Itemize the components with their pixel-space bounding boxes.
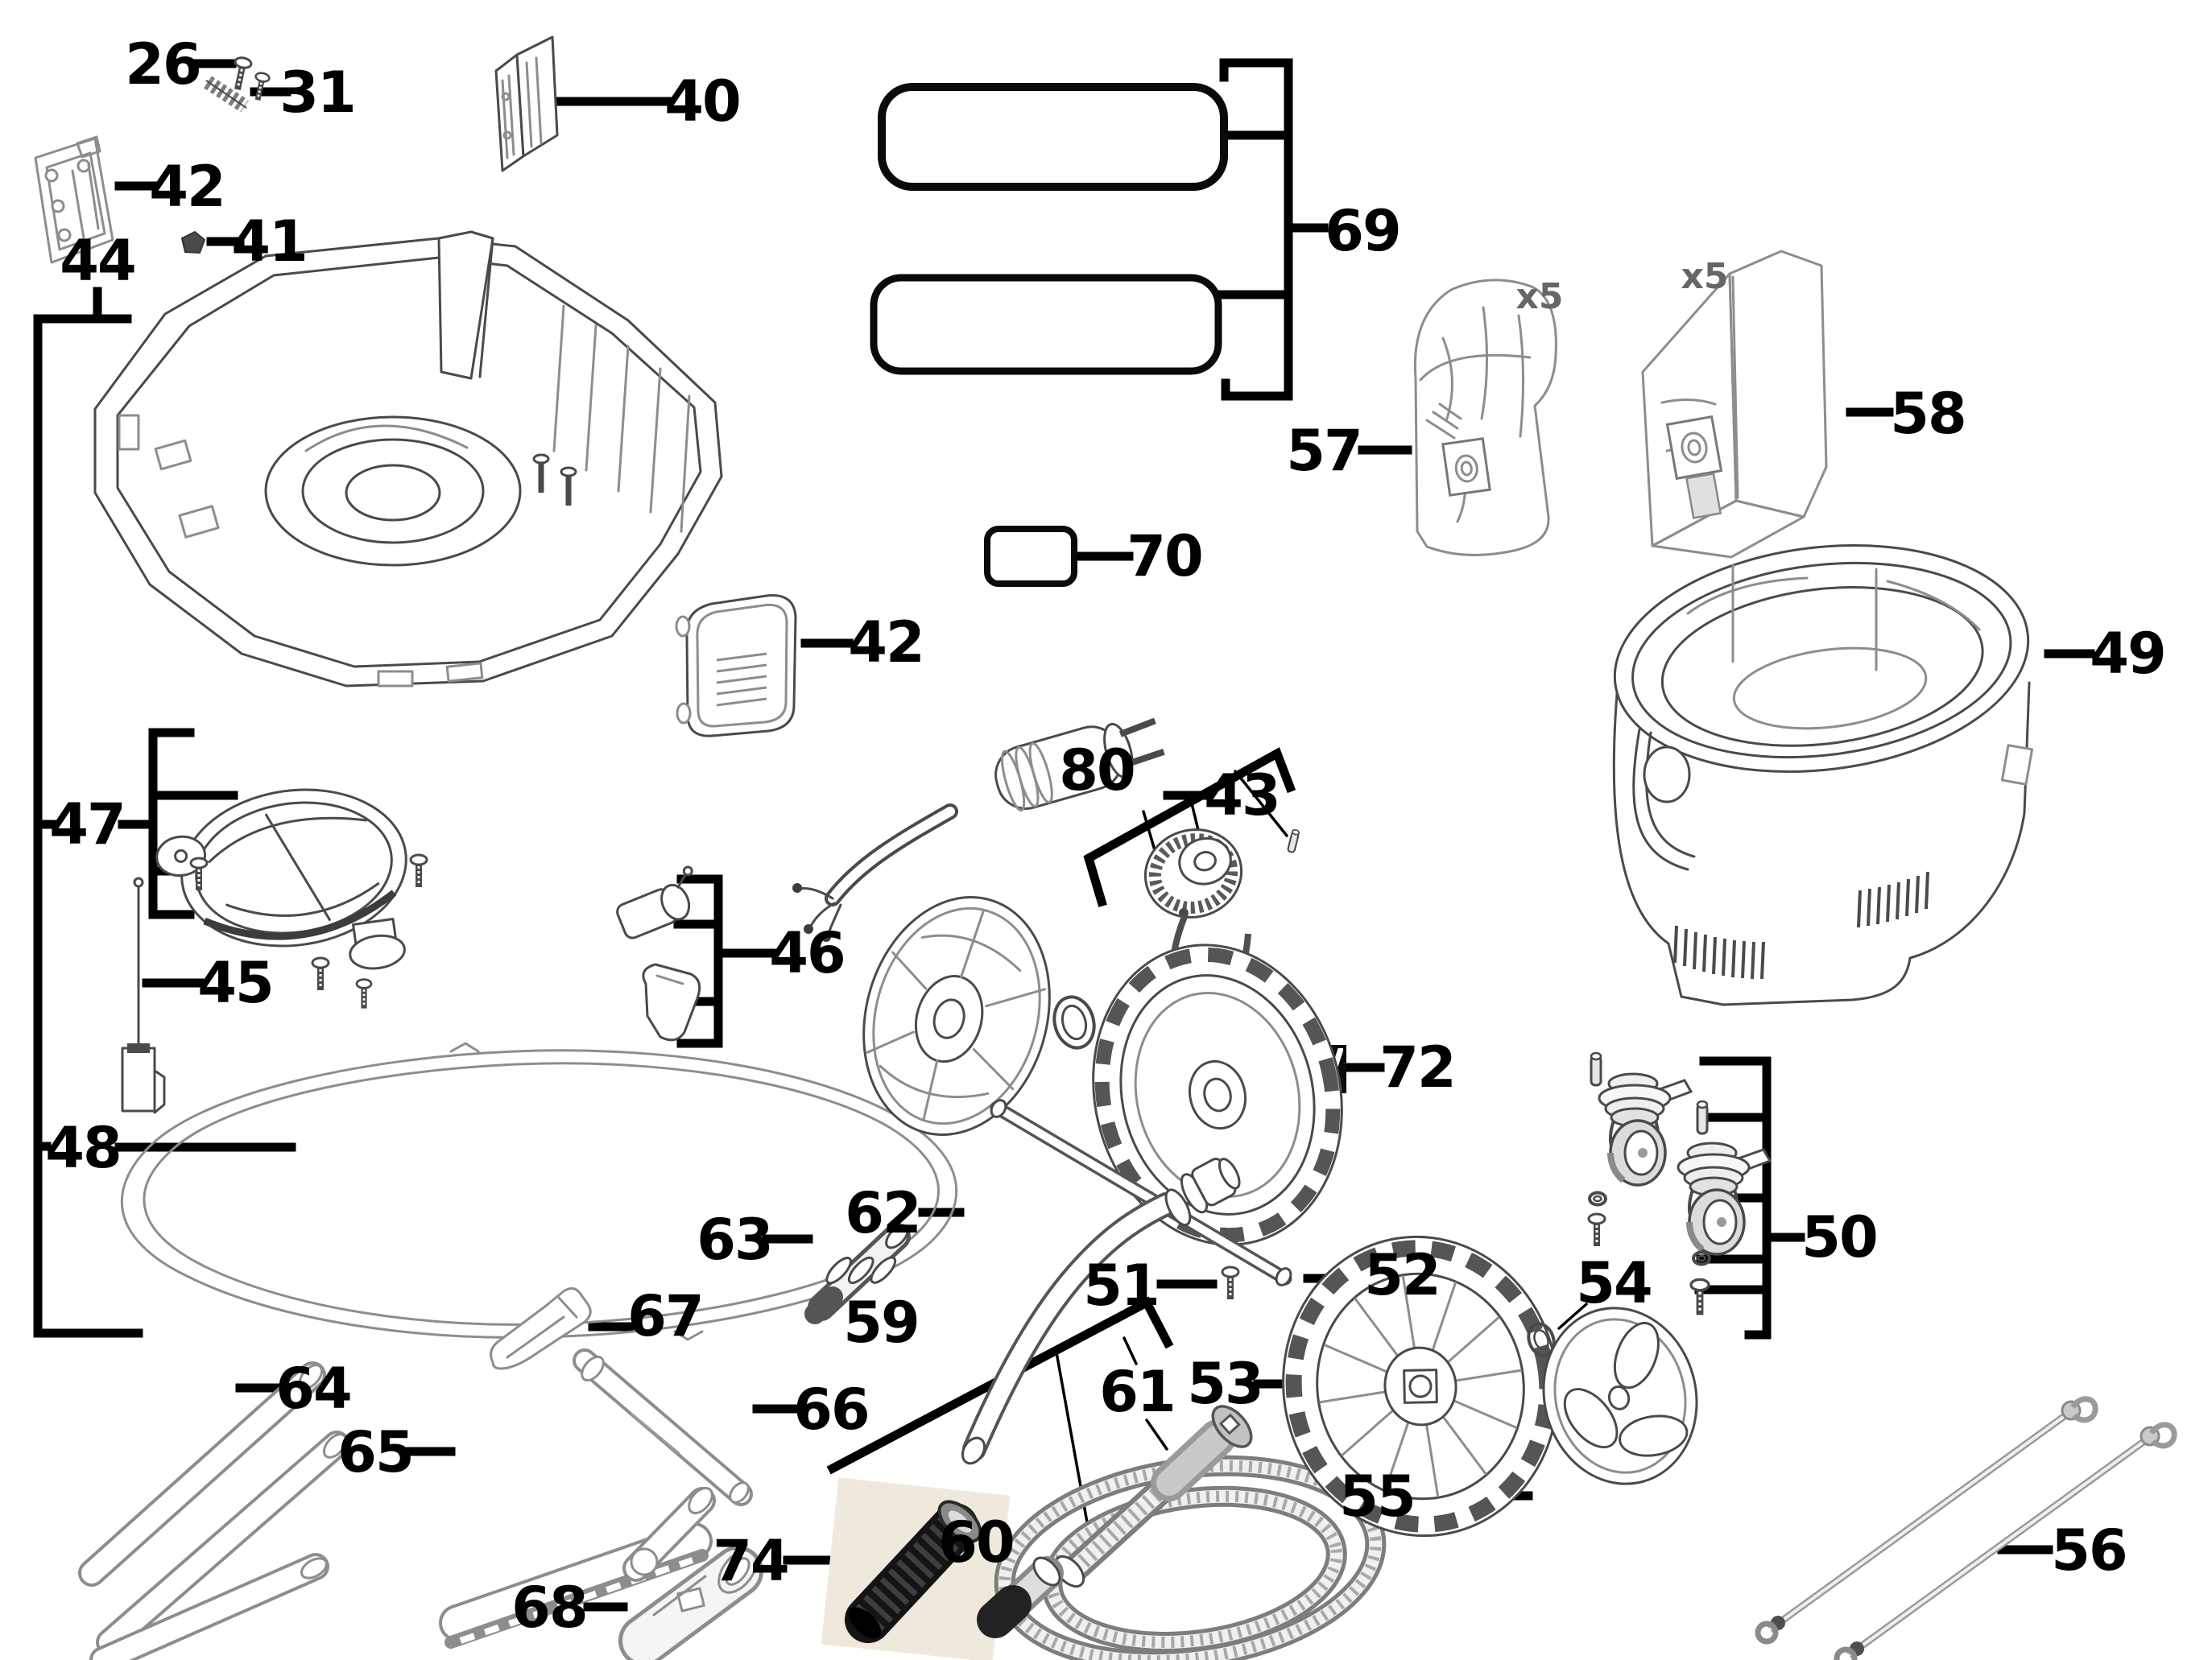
part-41-grommet	[180, 230, 206, 254]
bracket-50	[1694, 1056, 1805, 1340]
bracket-69	[1214, 58, 1329, 401]
part-44-motor-housing	[93, 230, 723, 688]
part-61-connector	[1151, 1405, 1253, 1501]
part-57-dust-bag	[1413, 279, 1557, 556]
part-65-floor-nozzle	[439, 1487, 716, 1649]
part-58-dust-bag	[1641, 250, 1828, 559]
bracket-46	[668, 874, 776, 1048]
part-42-cover	[675, 594, 797, 737]
part-31-spring	[204, 76, 249, 113]
part-42-pcb-holder	[34, 135, 114, 264]
part-64-tubes	[78, 1361, 350, 1660]
part-40-filter	[494, 35, 559, 172]
part-43-power-cord	[792, 717, 1165, 942]
part-54-oring	[1527, 1322, 1556, 1357]
part-oring-axle	[1052, 995, 1096, 1050]
part-56-cords	[1758, 1399, 2174, 1660]
part-60-cuff	[977, 1556, 1064, 1638]
part-wheel-left	[1092, 944, 1343, 1246]
part-67-hand-nozzle	[490, 1287, 592, 1370]
part-47-motor-base	[155, 788, 427, 1008]
part-63-adapter	[804, 1223, 911, 1324]
part-66-crevice-tube	[573, 1348, 753, 1506]
part-74-inlet-connector	[821, 1477, 1011, 1660]
part-49-tank	[1612, 543, 2034, 1006]
part-45-float-rod	[121, 877, 166, 1114]
part-68-sleeve	[618, 1546, 763, 1660]
part-55-wheel-cap	[1542, 1307, 1698, 1485]
part-62-bent-wand	[961, 1158, 1241, 1465]
part-51-screw	[1222, 1267, 1238, 1299]
part-69-labels	[870, 83, 1228, 375]
part-fan-guard	[862, 896, 1051, 1136]
part-50-casters	[1589, 1051, 1770, 1315]
part-52-axle	[990, 1099, 1292, 1286]
part-70-label	[984, 526, 1077, 587]
bracket-44	[33, 287, 143, 1338]
part-46-switch-parts	[616, 865, 701, 1042]
